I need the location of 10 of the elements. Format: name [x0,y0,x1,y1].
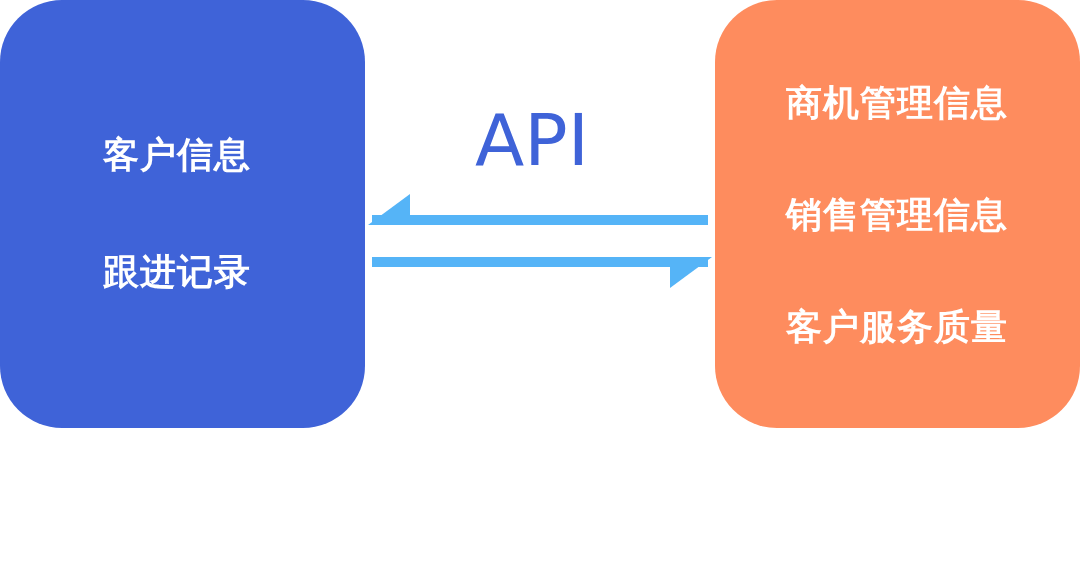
half-arrow [368,194,708,225]
half-arrow [372,257,712,288]
item-label: 客户信息 [103,132,251,177]
item-label: 销售管理信息 [786,192,1008,237]
item-label: 客户服务质量 [786,304,1008,349]
edge-label: API [475,98,589,182]
item-label: 跟进记录 [103,249,251,294]
item-label: 商机管理信息 [786,80,1008,125]
rounded-panel [715,0,1080,428]
rounded-panel [0,0,365,428]
